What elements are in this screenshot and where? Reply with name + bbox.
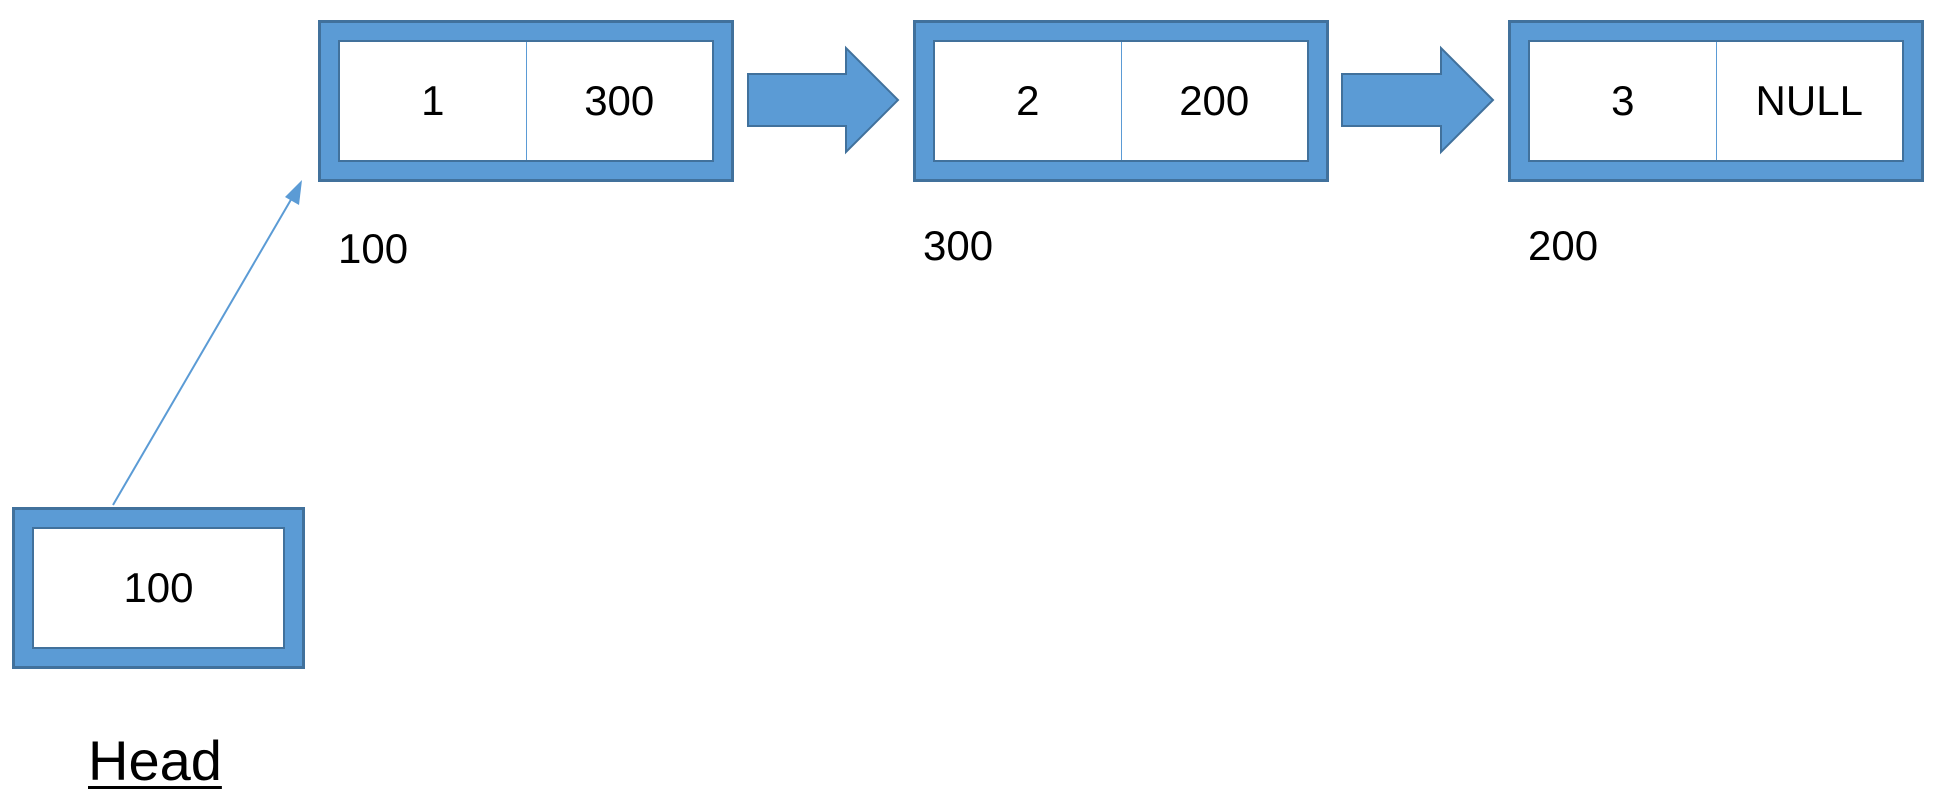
node-3: 3 NULL bbox=[1508, 20, 1924, 182]
node-1-inner: 1 300 bbox=[338, 40, 714, 162]
node-2: 2 200 bbox=[913, 20, 1329, 182]
node-3-inner: 3 NULL bbox=[1528, 40, 1904, 162]
next-arrow-2-icon bbox=[1341, 45, 1495, 155]
node-1-address: 100 bbox=[338, 225, 409, 272]
node-2-next: 200 bbox=[1179, 77, 1250, 124]
node-3-next: NULL bbox=[1755, 77, 1863, 124]
head-node-inner: 100 bbox=[32, 527, 285, 649]
node-2-data: 2 bbox=[935, 42, 1122, 160]
node-3-data: 3 bbox=[1530, 42, 1717, 160]
node-1-data: 1 bbox=[340, 42, 527, 160]
head-pointer-line bbox=[112, 190, 297, 506]
head-value: 100 bbox=[123, 564, 194, 611]
node-3-address: 200 bbox=[1528, 222, 1599, 269]
node-1: 1 300 bbox=[318, 20, 734, 182]
head-label: Head bbox=[88, 729, 222, 792]
head-node: 100 bbox=[12, 507, 305, 669]
node-2-inner: 2 200 bbox=[933, 40, 1309, 162]
next-arrow-1-icon bbox=[747, 45, 900, 155]
node-2-address: 300 bbox=[923, 222, 994, 269]
head-pointer-arrowhead-icon bbox=[285, 180, 302, 205]
node-1-next: 300 bbox=[584, 77, 655, 124]
